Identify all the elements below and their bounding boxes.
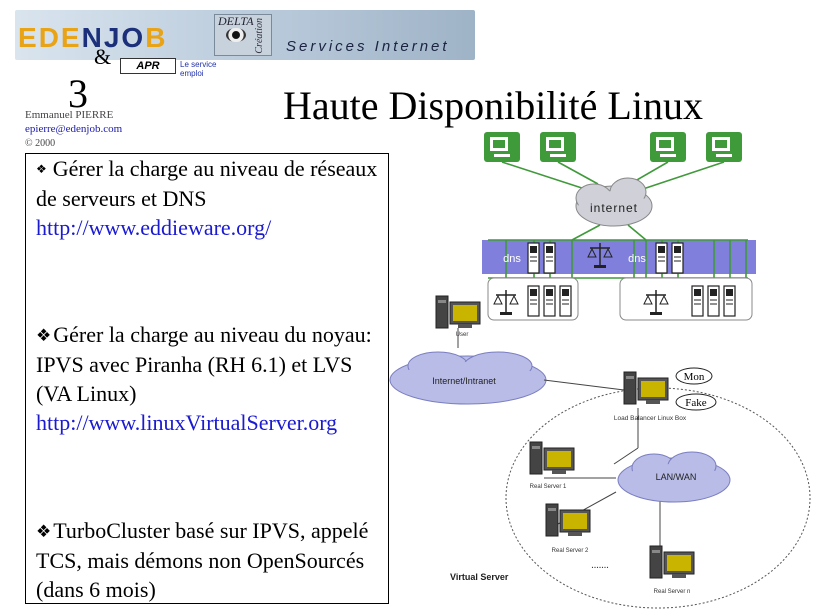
ampersand: & [94, 44, 112, 69]
dns-band [482, 240, 756, 274]
copyright: © 2000 [25, 138, 56, 149]
internet-label: internet [590, 201, 638, 215]
user-label: User [456, 332, 469, 338]
intranet-cloud [389, 351, 547, 405]
logo-letter: J [103, 22, 122, 53]
delta-label: DELTA [218, 14, 254, 28]
diamond-bullet-icon: ❖ [36, 522, 52, 541]
real-server-icon [543, 285, 556, 317]
logo-letter: E [60, 22, 82, 53]
logo-letter: O [121, 22, 146, 53]
logo-letter: N [81, 22, 104, 53]
lanwan-cloud [617, 451, 731, 503]
logo-letter: E [18, 22, 39, 53]
load-balancer-label: Load Balancer Linux Box [614, 415, 687, 422]
edenjob-logo: EDENJOB [18, 22, 167, 54]
real-server-n-icon [649, 545, 695, 579]
diamond-bullet-icon: ❖ [36, 162, 47, 176]
virtual-server-label: Virtual Server [450, 572, 509, 582]
apr-subtitle: Le service emploi [180, 60, 217, 78]
paragraph-3-text: TurboCluster basé sur IPVS, appelé TCS, … [36, 518, 369, 602]
apr-logo: APR [120, 58, 176, 74]
dns-server-icon [527, 242, 540, 274]
real-server-icon [691, 285, 704, 317]
paragraph-2: ❖Gérer la charge au niveau du noyau: IPV… [36, 320, 386, 437]
slide-title: Haute Disponibilité Linux [283, 83, 703, 128]
real-server-1-icon [529, 441, 575, 475]
diamond-bullet-icon: ❖ [36, 326, 52, 345]
paragraph-3: ❖TurboCluster basé sur IPVS, appelé TCS,… [36, 516, 386, 604]
dns-label-left: dns [503, 253, 521, 265]
intranet-label: Internet/Intranet [432, 376, 496, 386]
client-monitor-icon [484, 132, 520, 162]
real-server-2-icon [545, 503, 591, 537]
paragraph-1: ❖Gérer la charge au niveau de réseaux de… [36, 154, 386, 242]
real-server-icon [527, 285, 540, 317]
author-name: Emmanuel PIERRE [25, 109, 114, 121]
creation-label: Création [254, 18, 265, 54]
client-monitor-icon [540, 132, 576, 162]
fake-bubble [675, 393, 717, 411]
linuxvirtualserver-link[interactable]: http://www.linuxVirtualServer.org [36, 410, 338, 435]
real-server-icon [723, 285, 736, 317]
user-pc-icon [435, 295, 481, 329]
dns-server-icon [671, 242, 684, 274]
mon-bubble [675, 367, 713, 385]
real-server-1-label: Real Server 1 [530, 484, 567, 490]
logo-letter: B [145, 22, 168, 53]
services-internet-label: Services Internet [286, 38, 450, 55]
paragraph-2-text: Gérer la charge au niveau du noyau: IPVS… [36, 322, 372, 406]
slide-number: 3 [68, 71, 88, 116]
real-server-icon [707, 285, 720, 317]
eddieware-link[interactable]: http://www.eddieware.org/ [36, 215, 272, 240]
client-monitor-icon [706, 132, 742, 162]
load-balancer-pc-icon [623, 371, 669, 405]
author-email[interactable]: epierre@edenjob.com [25, 123, 123, 135]
real-server-n-label: Real Server n [654, 589, 691, 595]
network-diagram: internet dns dns User [389, 132, 811, 609]
real-server-2-label: Real Server 2 [552, 548, 589, 554]
fake-label: Fake [685, 397, 707, 409]
ellipsis: ....... [591, 560, 609, 571]
real-server-icon [559, 285, 572, 317]
eye-icon [226, 28, 246, 42]
lanwan-label: LAN/WAN [656, 472, 697, 482]
dns-label-right: dns [628, 253, 646, 265]
dns-server-icon [543, 242, 556, 274]
content-box: ❖Gérer la charge au niveau de réseaux de… [25, 153, 389, 604]
dns-server-icon [655, 242, 668, 274]
internet-cloud [575, 177, 653, 227]
client-monitor-icon [650, 132, 686, 162]
paragraph-1-text: Gérer la charge au niveau de réseaux de … [36, 156, 378, 211]
mon-label: Mon [684, 371, 705, 383]
logo-letter: D [38, 22, 61, 53]
